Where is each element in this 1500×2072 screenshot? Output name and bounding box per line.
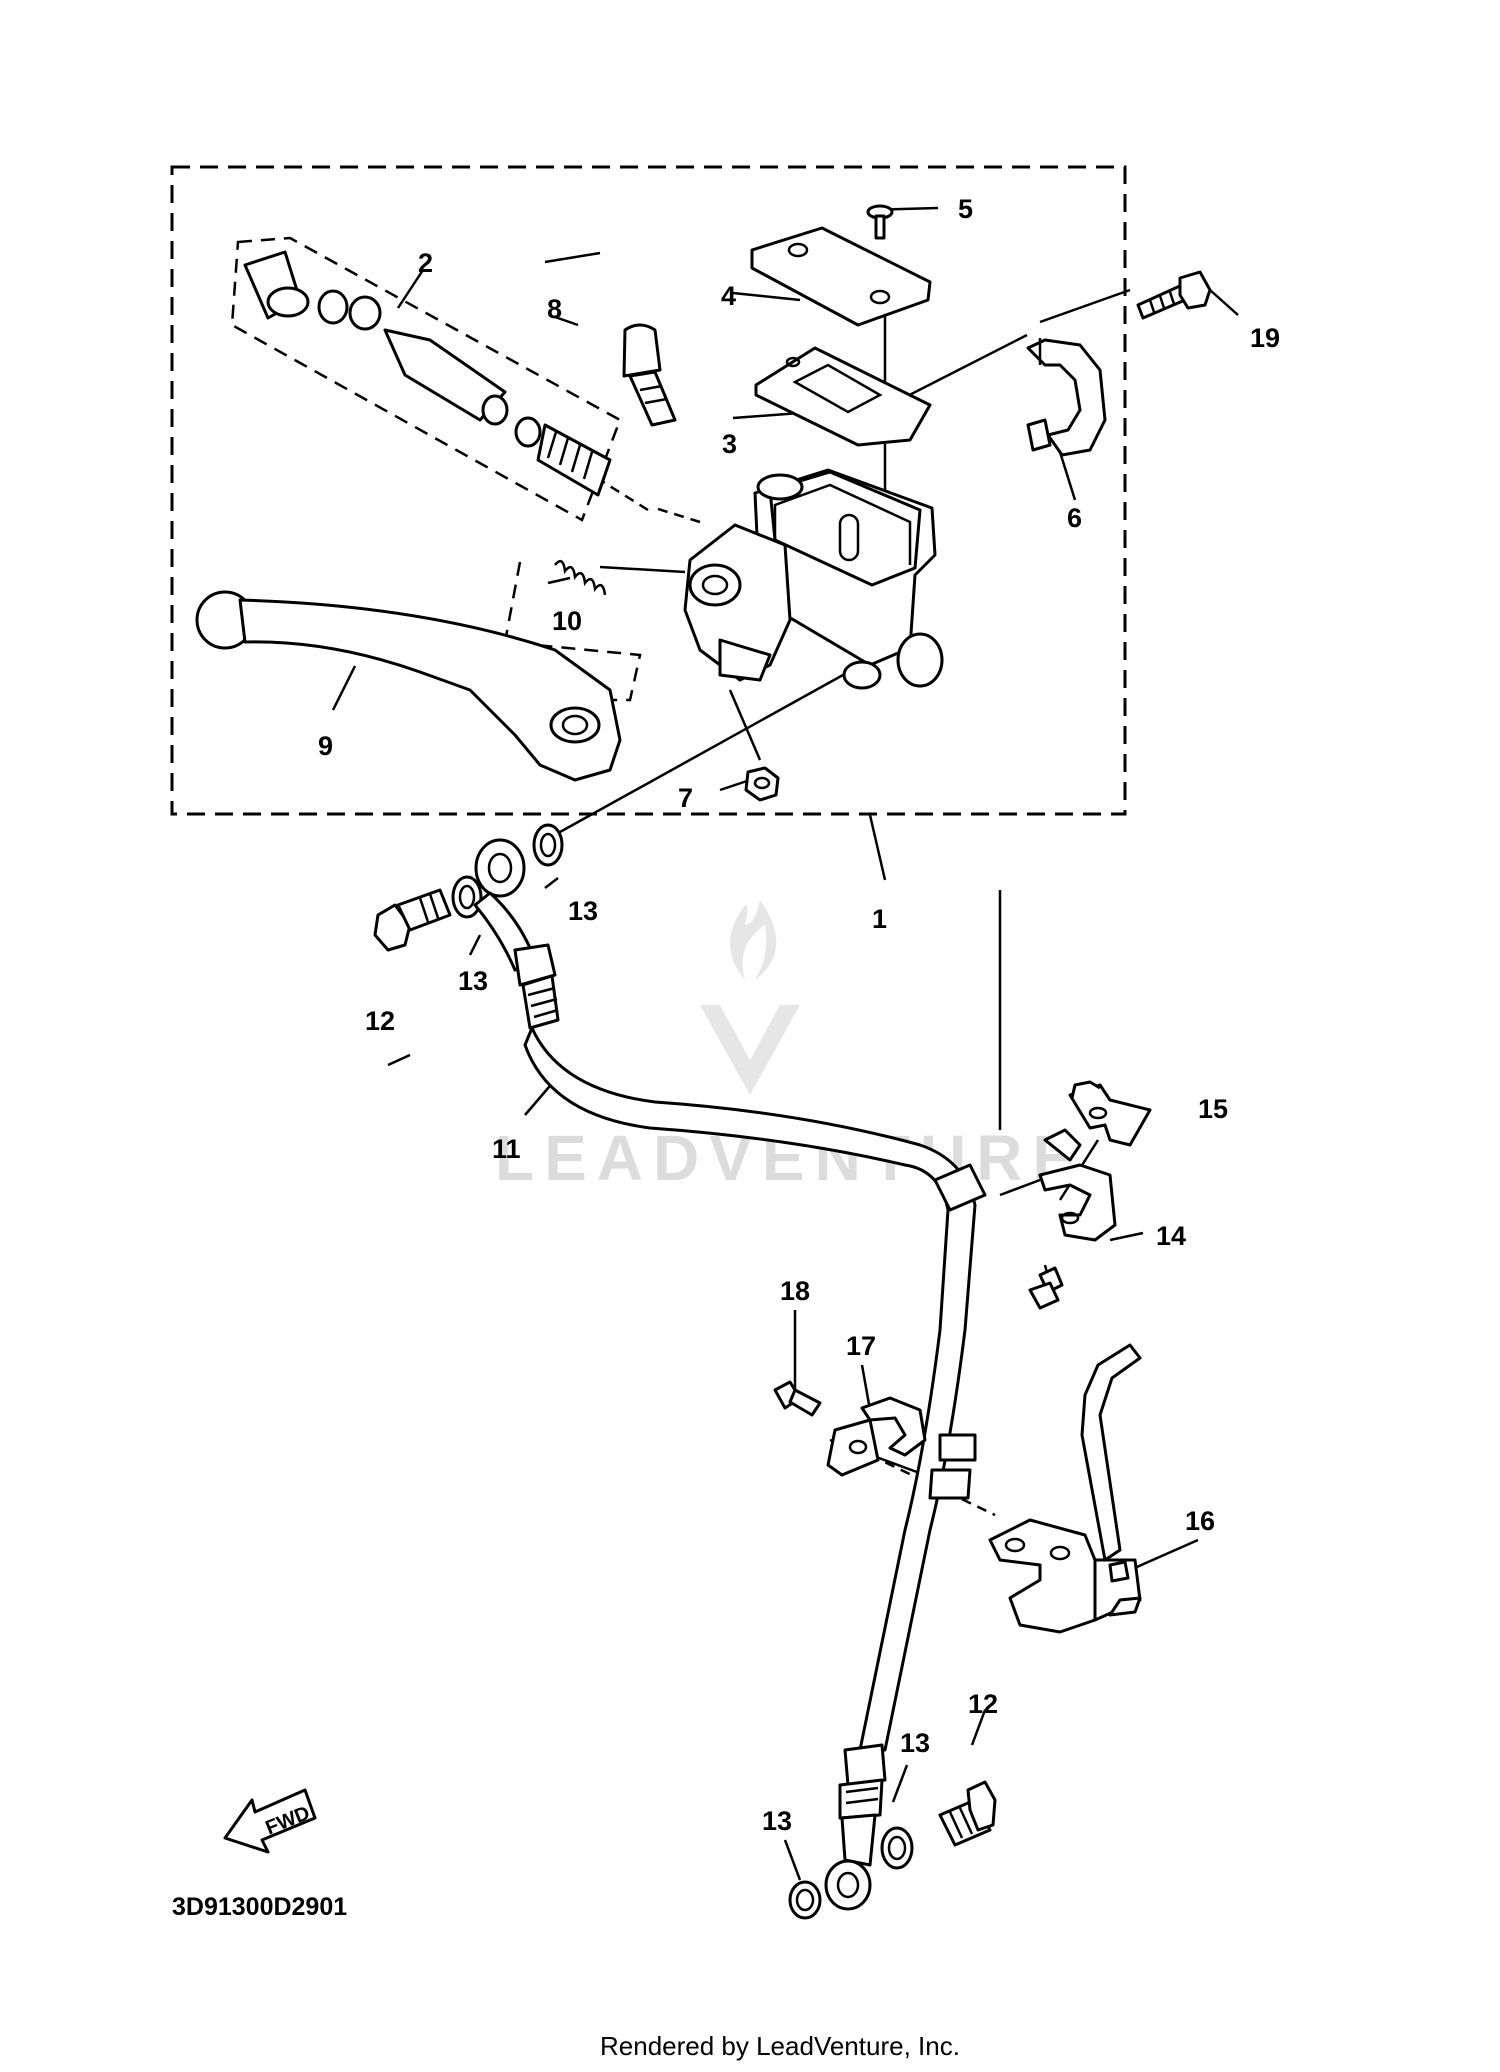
callout-4: 4 — [721, 281, 736, 311]
master-cylinder-body — [683, 468, 944, 690]
lever-spring — [554, 559, 607, 596]
render-credit: Rendered by LeadVenture, Inc. — [600, 2031, 960, 2061]
spring-box — [503, 561, 642, 702]
callout-3: 3 — [722, 429, 737, 459]
diaphragm — [754, 346, 932, 447]
handlebar-clamp — [1026, 338, 1107, 457]
hose-guide-14 — [1038, 1128, 1117, 1242]
crush-washers — [451, 823, 914, 1920]
callout-13-a: 13 — [568, 896, 598, 926]
callout-10: 10 — [552, 606, 582, 636]
pivot-bolt — [622, 323, 677, 427]
diagram-code: 3D91300D2901 — [172, 1893, 347, 1921]
callout-7: 7 — [678, 783, 693, 813]
piston-kit — [243, 250, 612, 497]
hose-clamp-17 — [826, 1396, 927, 1477]
callout-17: 17 — [846, 1331, 876, 1361]
callout-13-d: 13 — [762, 1806, 792, 1836]
callout-16: 16 — [1185, 1506, 1215, 1536]
cap-screw — [866, 204, 894, 240]
leader-lines — [331, 206, 1239, 1881]
hose-guide-15 — [1068, 1080, 1152, 1147]
brake-hose — [473, 838, 987, 1911]
callout-13-c: 13 — [900, 1728, 930, 1758]
guide-bolt — [1028, 1266, 1064, 1310]
callout-18: 18 — [780, 1276, 810, 1306]
reservoir-cap — [750, 226, 932, 327]
callout-15: 15 — [1198, 1094, 1228, 1124]
union-bolt-bottom — [938, 1780, 997, 1847]
brake-lever — [195, 590, 622, 782]
fwd-arrow-icon: FWD — [223, 1788, 317, 1854]
callouts: 1 2 3 4 5 6 7 8 9 10 11 12 12 13 13 13 1… — [318, 194, 1280, 1836]
callout-11: 11 — [492, 1134, 521, 1164]
hose-bracket-16 — [988, 1343, 1142, 1634]
callout-9: 9 — [318, 731, 333, 761]
callout-6: 6 — [1067, 503, 1082, 533]
callout-5: 5 — [958, 194, 973, 224]
watermark: LEADVENTURE — [495, 900, 1075, 1194]
callout-14: 14 — [1156, 1221, 1186, 1251]
callout-12-top: 12 — [365, 1006, 395, 1036]
master-cylinder-assembly-box — [170, 165, 1127, 816]
callout-19: 19 — [1250, 323, 1280, 353]
callout-2: 2 — [418, 248, 433, 278]
clamp-bolt — [1136, 270, 1212, 320]
callout-13-b: 13 — [458, 966, 488, 996]
clamp-bolt-18 — [773, 1380, 822, 1417]
callout-1: 1 — [872, 904, 887, 934]
pivot-nut — [744, 766, 780, 802]
piston-kit-box — [230, 236, 622, 522]
union-bolt-top — [373, 888, 452, 952]
callout-8: 8 — [547, 294, 562, 324]
callout-12-bottom: 12 — [968, 1689, 998, 1719]
